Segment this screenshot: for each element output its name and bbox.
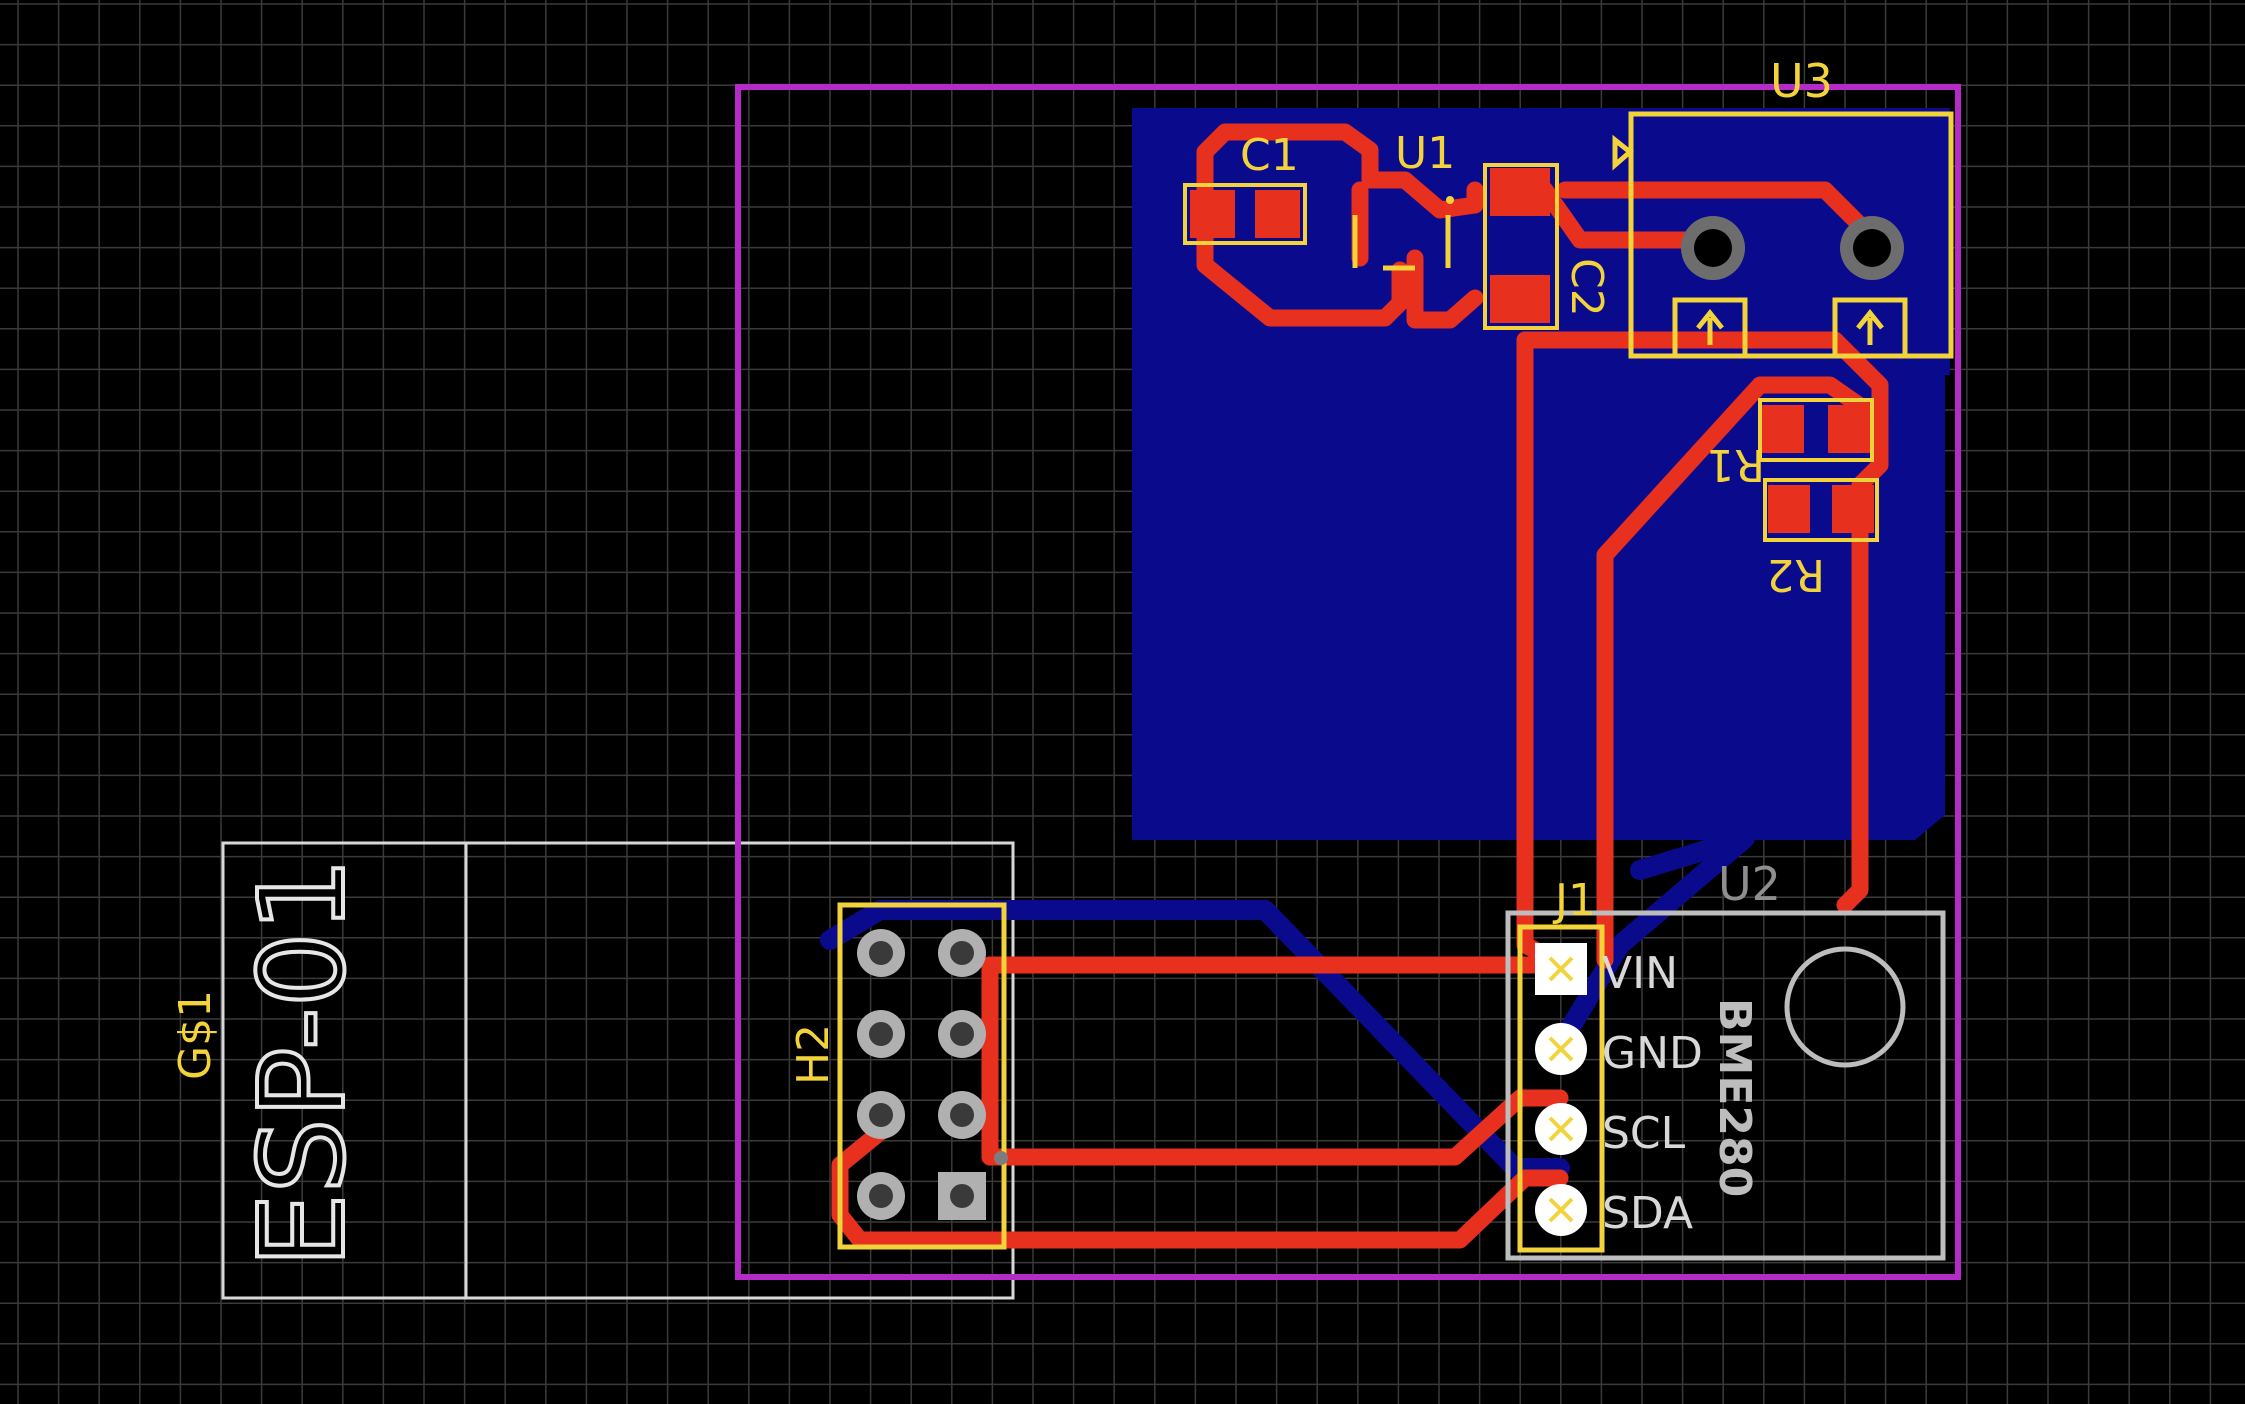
c2-pad-1[interactable]	[1490, 168, 1550, 216]
c2-component[interactable]	[1483, 163, 1559, 330]
label-u3: U3	[1770, 54, 1833, 108]
u3-component[interactable]	[1612, 111, 1954, 359]
j1-pad-gnd[interactable]	[1535, 1023, 1587, 1075]
c1-component[interactable]	[1183, 183, 1307, 245]
c1-pad-2[interactable]	[1255, 190, 1300, 238]
pin-label-vin: VIN	[1602, 948, 1678, 999]
esp01-module[interactable]	[221, 841, 1015, 1300]
r1-pad-2[interactable]	[1828, 405, 1870, 453]
label-j1: J1	[1552, 875, 1596, 926]
bottom-traces	[820, 828, 1755, 1178]
r1-pad-1[interactable]	[1762, 405, 1804, 453]
r2-pad-2[interactable]	[1832, 485, 1874, 533]
label-r2: R2	[1766, 549, 1825, 600]
label-h2: H2	[788, 1024, 839, 1085]
h2-pin-1[interactable]	[857, 929, 905, 977]
h2-pin-4[interactable]	[938, 1010, 986, 1058]
u3-pad-2[interactable]	[1840, 216, 1904, 280]
label-c1: C1	[1240, 130, 1299, 181]
h2-pin-3[interactable]	[857, 1010, 905, 1058]
label-u2: U2	[1718, 857, 1781, 911]
h2-pin-5[interactable]	[857, 1091, 905, 1139]
h2-pin-8[interactable]	[938, 1172, 986, 1220]
u1-component[interactable]	[1352, 196, 1454, 271]
u2-component[interactable]	[1505, 910, 1946, 1261]
j1-pad-scl[interactable]	[1535, 1103, 1587, 1155]
h2-pin-6[interactable]	[938, 1091, 986, 1139]
j1-pad-sda[interactable]	[1535, 1184, 1587, 1236]
label-esp01: ESP-01	[233, 857, 371, 1268]
c2-pad-2[interactable]	[1490, 275, 1550, 323]
bottom-copper-pour	[1132, 108, 1950, 840]
arrow-up-icon	[1672, 297, 1748, 359]
board-outline	[735, 84, 1961, 1280]
label-c2: C2	[1561, 258, 1612, 317]
label-bme280: BME280	[1709, 998, 1760, 1197]
r2-component[interactable]	[1763, 478, 1879, 542]
via-icon[interactable]	[994, 1151, 1008, 1165]
label-u1: U1	[1395, 128, 1455, 179]
h2-component[interactable]	[837, 902, 1008, 1250]
u3-pad-1[interactable]	[1681, 216, 1745, 280]
h2-pin-7[interactable]	[857, 1172, 905, 1220]
c1-pad-1[interactable]	[1190, 190, 1235, 238]
pin-label-gnd: GND	[1602, 1028, 1703, 1079]
h2-pin-2[interactable]	[938, 929, 986, 977]
j1-component[interactable]	[1517, 924, 1605, 1253]
label-r1: R1	[1706, 439, 1765, 490]
r1-component[interactable]	[1758, 398, 1874, 462]
pin-label-sda: SDA	[1602, 1188, 1693, 1239]
label-gs1: G$1	[170, 990, 221, 1080]
j1-pad-vin[interactable]	[1535, 943, 1587, 995]
pin-label-scl: SCL	[1602, 1108, 1686, 1159]
r2-pad-1[interactable]	[1768, 485, 1810, 533]
arrow-up-icon	[1832, 297, 1908, 359]
